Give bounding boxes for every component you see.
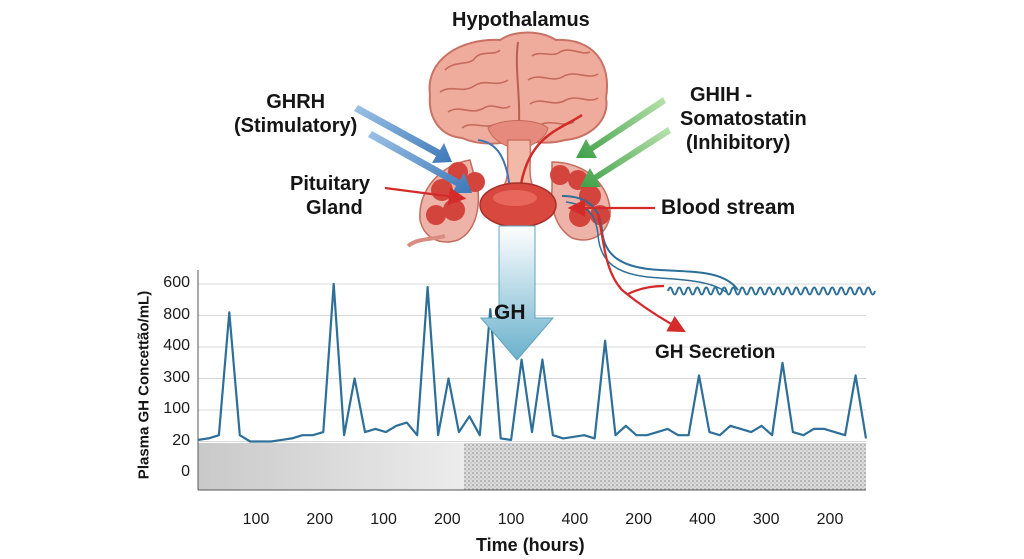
x-tick-label: 400 <box>689 511 716 528</box>
brain-inner-region <box>487 120 549 149</box>
x-tick-label: 200 <box>816 511 844 528</box>
portal-vessel-red <box>518 113 583 191</box>
gh-secretion-pointer-arrow <box>596 213 686 333</box>
ghih-label-line1: GHIH - <box>690 84 753 106</box>
red-pointer-arrows <box>384 186 686 333</box>
y-tick-label: 400 <box>163 337 190 354</box>
x-tick-label: 100 <box>242 511 270 528</box>
ghrh-label-line2: (Stimulatory) <box>234 115 358 137</box>
pituitary-label-line2: Gland <box>306 197 363 219</box>
x-tick-label: 200 <box>433 511 461 528</box>
secretion-wave <box>667 286 876 296</box>
x-tick-label: 300 <box>752 511 780 528</box>
pituitary-label: Pituitary Gland <box>290 172 370 220</box>
y-tick-label: 20 <box>172 431 190 449</box>
brain-illustration <box>428 31 608 193</box>
blood-stream-label: Blood stream <box>661 196 796 219</box>
ghrh-label: GHRH (Stimulatory) <box>234 90 357 138</box>
gh-secretion-label: GH Secretion <box>655 342 776 363</box>
y-tick-label: 800 <box>163 305 190 323</box>
ghih-label-line3: (Inhibitory) <box>686 132 791 154</box>
x-axis-title: Time (hours) <box>476 535 585 555</box>
brain-gyri <box>439 49 599 129</box>
pituitary-label-line1: Pituitary <box>290 173 371 195</box>
ghih-label: GHIH - Somatostatin (Inhibitory) <box>680 83 807 155</box>
gh-secretion-branch <box>627 284 665 295</box>
x-tick-label: 100 <box>497 511 525 528</box>
x-tick-label: 100 <box>370 511 397 528</box>
x-tick-label: 200 <box>306 511 334 528</box>
gh-concentration-series <box>197 282 868 443</box>
x-tick-label: 400 <box>561 511 589 528</box>
pituitary-pointer-arrow <box>384 186 467 206</box>
x-tick-label: 200 <box>625 511 652 528</box>
ghrh-stimulatory-arrows <box>354 105 472 193</box>
gh-release-arrow <box>479 225 555 361</box>
pituitary-highlight <box>493 190 537 206</box>
y-tick-label: 300 <box>163 368 190 386</box>
hypothalamus-label: Hypothalamus <box>452 9 590 31</box>
portal-vessel-blue <box>477 139 511 191</box>
y-tick-label: 600 <box>163 274 190 291</box>
ghih-inhibitory-arrows <box>576 97 671 187</box>
ghrh-label-line1: GHRH <box>266 91 326 113</box>
y-tick-label: 0 <box>181 463 190 480</box>
ghih-label-line2: Somatostatin <box>680 108 807 130</box>
baseline-band-gradient <box>198 443 464 490</box>
baseline-band-dotted <box>464 443 866 490</box>
gh-label: GH <box>494 301 526 324</box>
y-tick-label: 100 <box>163 400 190 417</box>
